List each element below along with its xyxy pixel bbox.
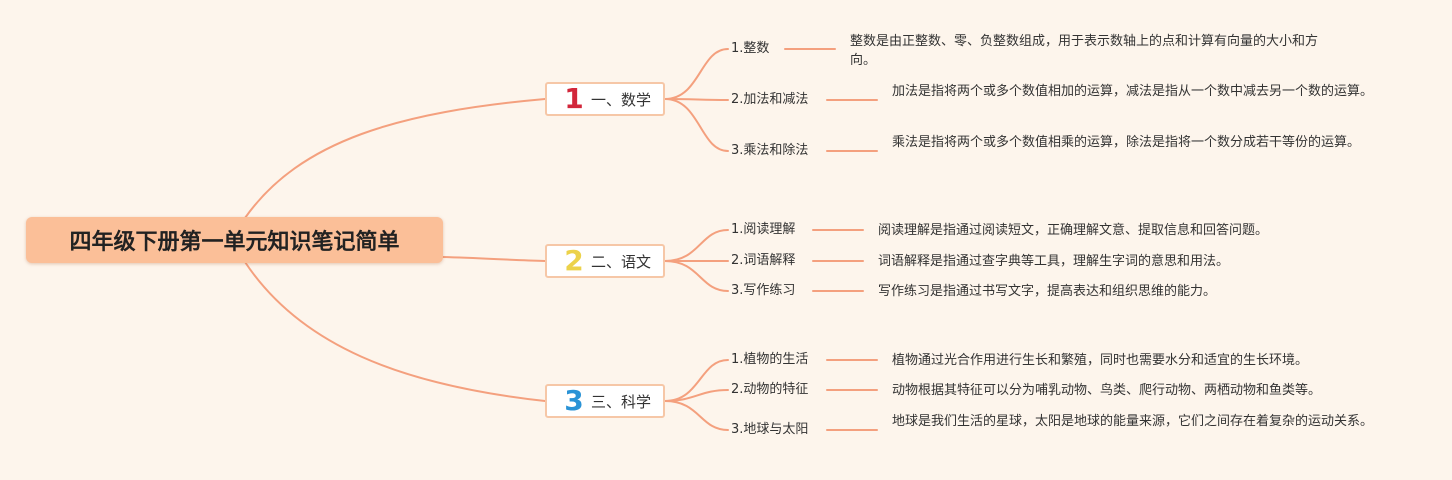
branch-chinese-label: 二、语文: [591, 252, 652, 271]
branch-chinese[interactable]: 2 二、语文: [545, 244, 665, 278]
math-to-item3-line: [664, 98, 729, 152]
topic-integers-desc: 整数是由正整数、零、负整数组成，用于表示数轴上的点和计算有向量的大小和方向。: [850, 34, 1319, 68]
chinese-to-item1-line: [664, 229, 729, 262]
number-two-icon: 2: [564, 244, 584, 277]
branch-math-label: 一、数学: [591, 90, 652, 109]
topic-writing-desc: 写作练习是指通过书写文字，提高表达和组织思维的能力。: [878, 284, 1217, 299]
science-to-item3-line: [664, 400, 729, 431]
number-three-icon: 3: [564, 384, 584, 417]
topic-plant-life[interactable]: 1.植物的生活: [731, 352, 809, 367]
topic-add-subtract[interactable]: 2.加法和减法: [731, 92, 809, 107]
branch-science[interactable]: 3 三、科学: [545, 384, 665, 418]
root-to-chinese-line: [442, 256, 546, 262]
topic-vocabulary-desc: 词语解释是指通过查字典等工具，理解生字词的意思和用法。: [878, 254, 1230, 269]
topic-integers[interactable]: 1.整数: [731, 41, 770, 56]
topic-plant-life-desc: 植物通过光合作用进行生长和繁殖，同时也需要水分和适宜的生长环境。: [892, 353, 1309, 368]
topic-animal-traits[interactable]: 2.动物的特征: [731, 382, 809, 397]
topic-vocabulary[interactable]: 2.词语解释: [731, 253, 796, 268]
topic-earth-sun[interactable]: 3.地球与太阳: [731, 422, 809, 437]
root-to-math-line: [244, 98, 546, 219]
branch-science-label: 三、科学: [591, 392, 652, 411]
chinese-to-item3-line: [664, 260, 729, 292]
math-to-item1-line: [664, 48, 729, 100]
topic-add-subtract-desc: 加法是指将两个或多个数值相加的运算，减法是指从一个数中减去另一个数的运算。: [892, 84, 1374, 99]
topic-writing[interactable]: 3.写作练习: [731, 283, 796, 298]
topic-multiply-divide-desc: 乘法是指将两个或多个数值相乘的运算，除法是指将一个数分成若干等份的运算。: [892, 135, 1361, 150]
root-topic-label: 四年级下册第一单元知识笔记简单: [69, 230, 400, 255]
topic-earth-sun-desc: 地球是我们生活的星球，太阳是地球的能量来源，它们之间存在着复杂的运动关系。: [892, 414, 1374, 429]
number-one-icon: 1: [564, 82, 584, 115]
topic-multiply-divide[interactable]: 3.乘法和除法: [731, 143, 809, 158]
topic-reading-desc: 阅读理解是指通过阅读短文，正确理解文意、提取信息和回答问题。: [878, 223, 1269, 238]
topic-animal-traits-desc: 动物根据其特征可以分为哺乳动物、鸟类、爬行动物、两栖动物和鱼类等。: [892, 383, 1322, 398]
branch-math[interactable]: 1 一、数学: [545, 82, 665, 116]
root-to-science-line: [244, 261, 546, 402]
topic-reading[interactable]: 1.阅读理解: [731, 222, 796, 237]
root-topic[interactable]: 四年级下册第一单元知识笔记简单: [26, 217, 443, 263]
